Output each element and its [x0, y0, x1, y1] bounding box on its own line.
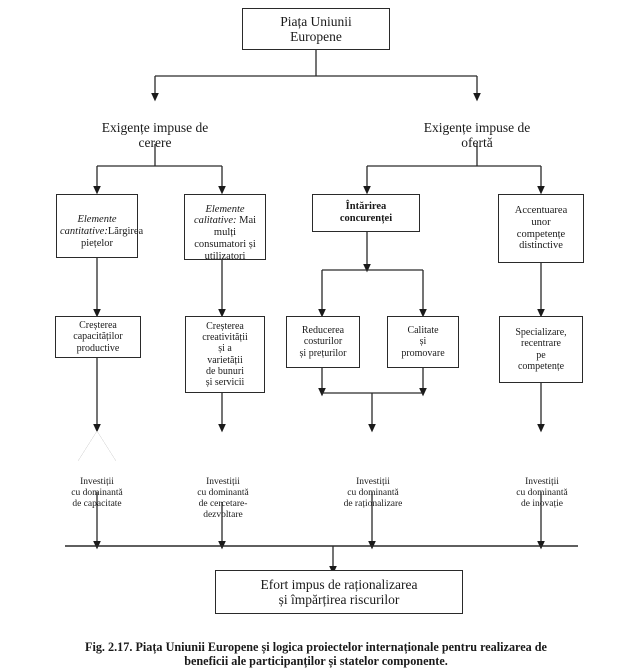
node-accentuarea-competente: Accentuarea unor competențe distinctive: [498, 194, 584, 263]
label-branch-demand: Exigențe impuse de cerere: [60, 104, 250, 151]
node-elemente-cantitative-emphasis: Elemente cantitative:: [60, 214, 117, 237]
label-branch-demand-text: Exigențe impuse de cerere: [101, 119, 209, 151]
node-crestere-capacitati: Creșterea capacităților productive: [55, 316, 141, 358]
node-crestere-creativitate: Creșterea creativității și a varietății …: [185, 316, 265, 393]
figure-caption-text: Fig. 2.17. Piața Uniunii Europene și log…: [85, 639, 547, 669]
node-elemente-cantitative: Elemente cantitative:Lărgirea piețelor: [56, 194, 143, 258]
node-elemente-calitative-emphasis: Elemente calitative:: [193, 203, 245, 227]
node-specializare-recentrare: Specializare, recentrare pe competențe: [499, 316, 583, 383]
node-root-label: Piața Uniunii Europene: [280, 13, 352, 44]
label-investitii-cercetare: Investiții cu dominantă de cercetare- de…: [168, 466, 278, 521]
label-investitii-capacitate-text: Investiții cu dominantă de capacitate: [71, 476, 123, 509]
node-elemente-cantitative-label: Lărgirea piețelor: [80, 226, 144, 249]
label-investitii-inovatie-text: Investiții cu dominantă de inovație: [516, 476, 568, 509]
label-investitii-capacitate: Investiții cu dominantă de capacitate: [42, 466, 152, 510]
node-calitate-promovare: Calitate și promovare: [387, 316, 459, 368]
node-crestere-capacitati-label: Creșterea capacităților productive: [73, 320, 123, 354]
node-intarirea-concurentei-label: Întărirea concurenței: [339, 201, 393, 224]
label-branch-supply: Exigențe impuse de ofertă: [382, 104, 572, 151]
node-elemente-calitative-label: Mai mulți consumatori și utilizatori: [194, 215, 257, 262]
triangle-investitii-capacitate: [78, 431, 116, 461]
node-calitate-promovare-label: Calitate și promovare: [401, 325, 445, 359]
label-branch-supply-text: Exigențe impuse de ofertă: [423, 119, 531, 151]
node-crestere-creativitate-label: Creșterea creativității și a varietății …: [202, 320, 248, 388]
label-investitii-cercetare-text: Investiții cu dominantă de cercetare- de…: [197, 476, 249, 520]
node-specializare-recentrare-label: Specializare, recentrare pe competențe: [515, 327, 567, 372]
node-reducerea-costurilor: Reducerea costurilor și prețurilor: [286, 316, 360, 368]
node-final-effort-label: Efort impus de raționalizarea și împărți…: [260, 576, 418, 607]
node-elemente-calitative: Elemente calitative: Mai mulți consumato…: [184, 194, 266, 262]
figure-caption: Fig. 2.17. Piața Uniunii Europene și log…: [14, 625, 618, 669]
label-investitii-rationalizare: Investiții cu dominantă de raționalizare: [313, 466, 433, 510]
node-final-effort: Efort impus de raționalizarea și împărți…: [215, 570, 463, 614]
label-investitii-inovatie: Investiții cu dominantă de inovație: [486, 466, 598, 510]
node-reducerea-costurilor-label: Reducerea costurilor și prețurilor: [299, 325, 347, 359]
node-accentuarea-competente-label: Accentuarea unor competențe distinctive: [514, 205, 568, 252]
node-root: Piața Uniunii Europene: [242, 8, 390, 50]
node-intarirea-concurentei: Întărirea concurenței: [312, 194, 420, 232]
label-investitii-rationalizare-text: Investiții cu dominantă de raționalizare: [343, 476, 403, 509]
